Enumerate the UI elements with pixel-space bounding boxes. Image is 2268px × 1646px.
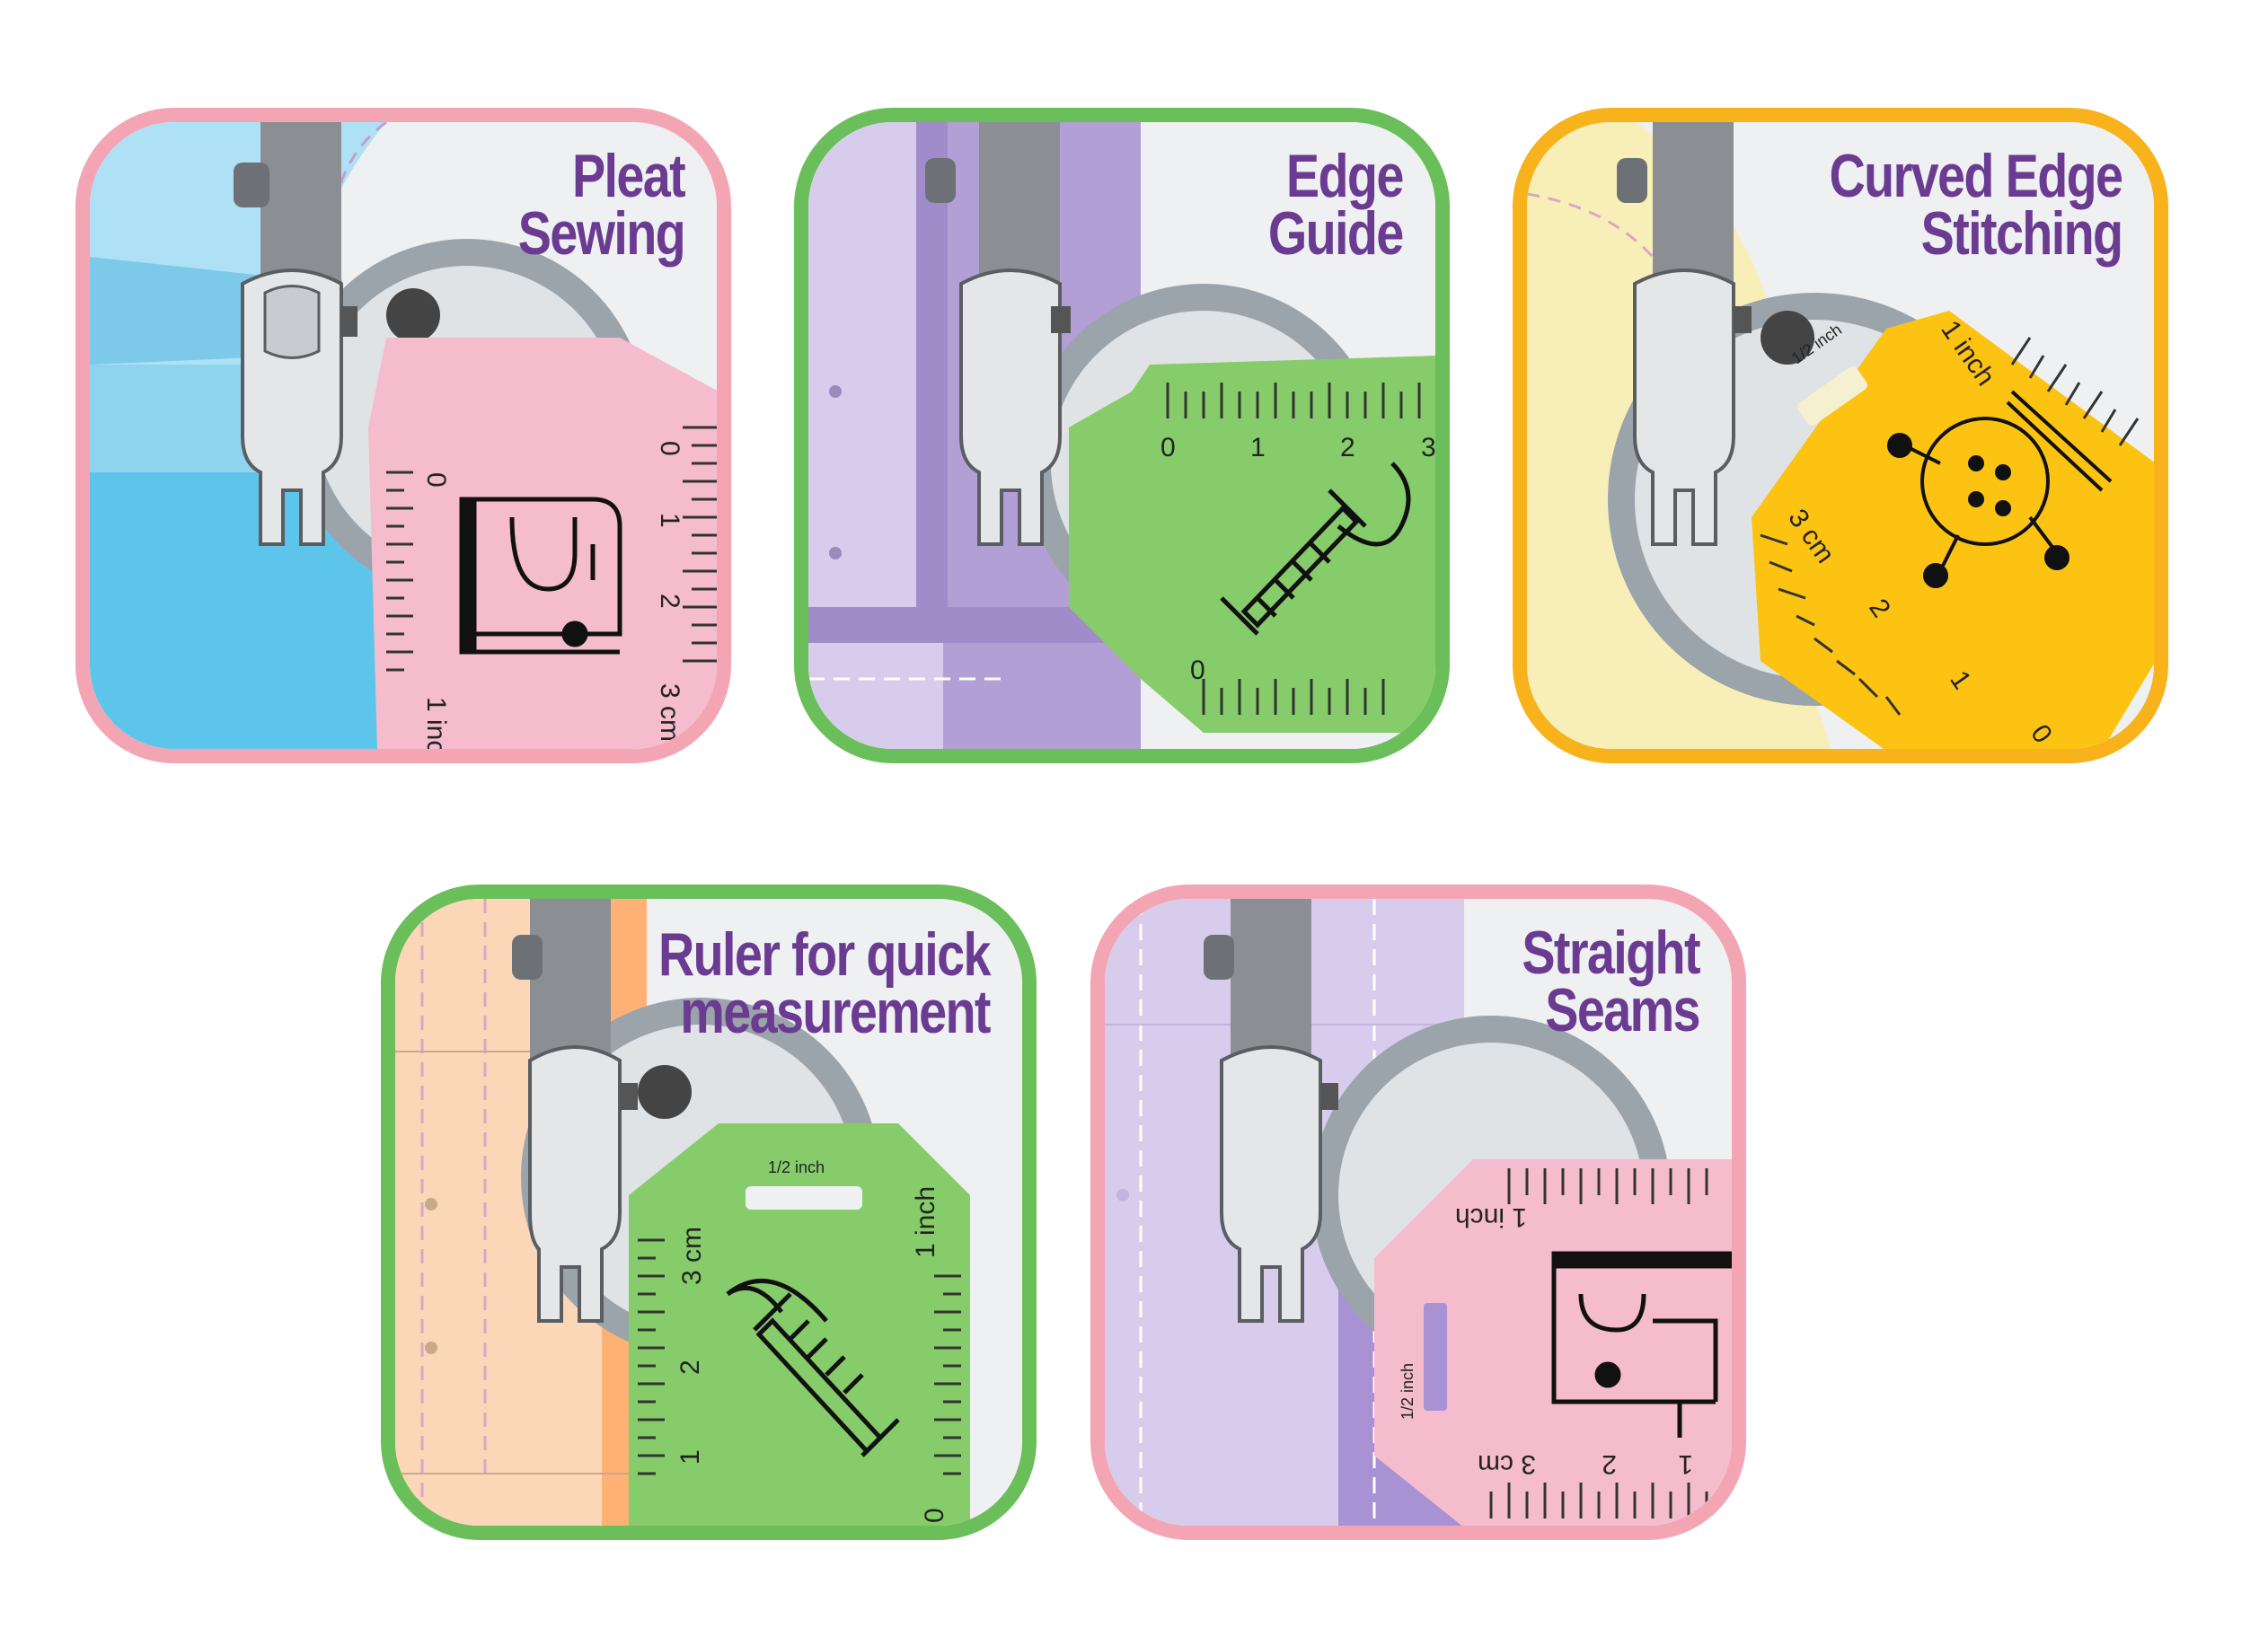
ruler-mark-3: 2 xyxy=(675,1360,705,1375)
ruler-marks: 1/2 inch 1 inch 3 cm 2 1 0 xyxy=(1760,315,2140,749)
sewing-machine-icon xyxy=(1551,1251,1732,1438)
ruler-mark-4: 1 xyxy=(1678,1449,1693,1479)
ruler-mark-4: 1 xyxy=(1944,665,1977,695)
straight-seams-illustration xyxy=(1105,899,1732,1526)
slot-cutout xyxy=(1796,366,1868,426)
ruler-mark-5: 1 inc xyxy=(421,697,451,751)
thread-spool-icon xyxy=(726,1279,900,1457)
sewing-machine-icon xyxy=(459,497,622,655)
ruler-mark-4: 1 xyxy=(675,1449,705,1465)
ruler-mark-1: 3 cm xyxy=(677,1227,707,1285)
ruler-mark-3: 2 xyxy=(1602,1449,1617,1479)
ruler-mark-0: 0 xyxy=(655,441,684,456)
ruler-mark-5: 0 xyxy=(920,1508,949,1523)
ruler-mark-0: 1/2 inch xyxy=(1788,321,1845,368)
pleat-sewing-illustration xyxy=(90,122,717,749)
ruler-mark-3: 2 xyxy=(1863,594,1896,623)
ruler-mark-1: 1 xyxy=(655,513,684,528)
ruler-mark-4: 0 xyxy=(421,472,451,488)
ruler-mark-2: 3 cm xyxy=(1478,1449,1536,1479)
ruler-marks: 1 inch 1/2 inch 3 cm 2 1 xyxy=(1399,1168,1732,1518)
ruler-mark-1: 1 inch xyxy=(1935,315,2000,392)
ruler-mark-0: 1 inch xyxy=(1455,1202,1527,1232)
ruler-mark-0: 1/2 inch xyxy=(768,1158,825,1176)
ruler-mark-0: 0 xyxy=(1160,433,1176,462)
ruler-mark-2: 2 xyxy=(655,594,684,609)
ruler-marks: 1/2 inch 3 cm 1 inch 2 1 0 xyxy=(638,1158,961,1523)
ruler-mark-4: 0 xyxy=(1190,656,1205,685)
ruler-mark-2: 1 inch xyxy=(911,1186,940,1258)
ruler-mark-3: 3 cm xyxy=(655,683,684,742)
curved-edge-illustration xyxy=(1527,122,2154,749)
slot-cutout xyxy=(746,1186,862,1210)
ruler-marks: 0 1 2 3 0 xyxy=(1160,383,1436,715)
ruler-mark-2: 2 xyxy=(1340,433,1355,462)
ruler-mark-5: 0 xyxy=(2025,719,2058,749)
ruler-mark-1: 1/2 inch xyxy=(1399,1363,1416,1420)
ruler-mark-2: 3 cm xyxy=(1782,504,1840,568)
button-icon xyxy=(1887,390,2113,588)
ruler-mark-1: 1 xyxy=(1250,433,1266,462)
edge-guide-illustration xyxy=(808,122,1435,749)
slot-cutout xyxy=(1424,1303,1447,1411)
thread-spool-icon xyxy=(1220,462,1411,636)
ruler-measurement-illustration xyxy=(395,899,1022,1526)
ruler-marks: 0 1 2 3 cm 0 1 inc xyxy=(386,426,717,751)
ruler-mark-3: 3 xyxy=(1421,433,1436,462)
